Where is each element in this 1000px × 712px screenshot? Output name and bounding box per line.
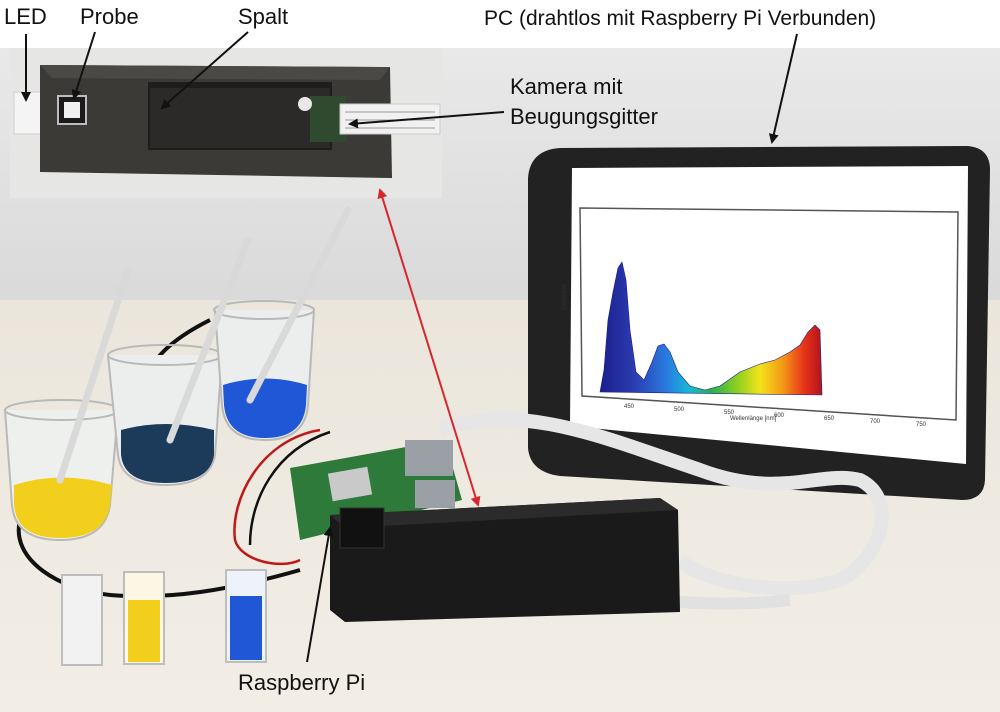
label-raspberry-pi: Raspberry Pi [238,670,366,695]
arrow-inset-link [377,188,481,507]
arrow-probe [71,31,96,100]
x-tick-label: 450 [624,404,635,410]
spectrum-curve [599,261,823,396]
label-probe: Probe [80,4,139,29]
label-kamera-line2: Beugungsgitter [510,104,658,129]
ribbon-cable [437,412,889,596]
arrow-pc [768,33,798,144]
x-axis-label: Wellenlänge [nm] [730,416,777,422]
x-tick-label: 650 [824,416,835,422]
label-spalt: Spalt [238,4,289,29]
inset-photo [10,48,442,198]
y-axis-label: Extinktion [562,284,568,310]
arrow-raspberry-pi [306,526,334,663]
label-led: LED [4,4,47,29]
cuvettes [61,569,267,666]
pipettes [56,206,352,484]
beaker-dark-blue [107,344,223,487]
label-pc: PC (drahtlos mit Raspberry Pi Verbunden) [484,7,877,30]
x-tick-label: 600 [774,413,785,419]
pc-screen: 450 500 550 600 650 700 750 Wellenlänge … [528,146,990,500]
x-tick-label: 700 [870,419,881,425]
label-kamera-line1: Kamera mit [510,74,623,99]
x-tick-label: 750 [916,422,927,428]
x-tick-label: 500 [674,407,685,413]
x-tick-labels: 450 500 550 600 650 700 750 [624,404,927,428]
arrow-spalt [160,31,249,110]
arrow-kamera [348,111,505,129]
x-tick-label: 550 [724,410,735,416]
spectrometer-box [330,498,680,622]
